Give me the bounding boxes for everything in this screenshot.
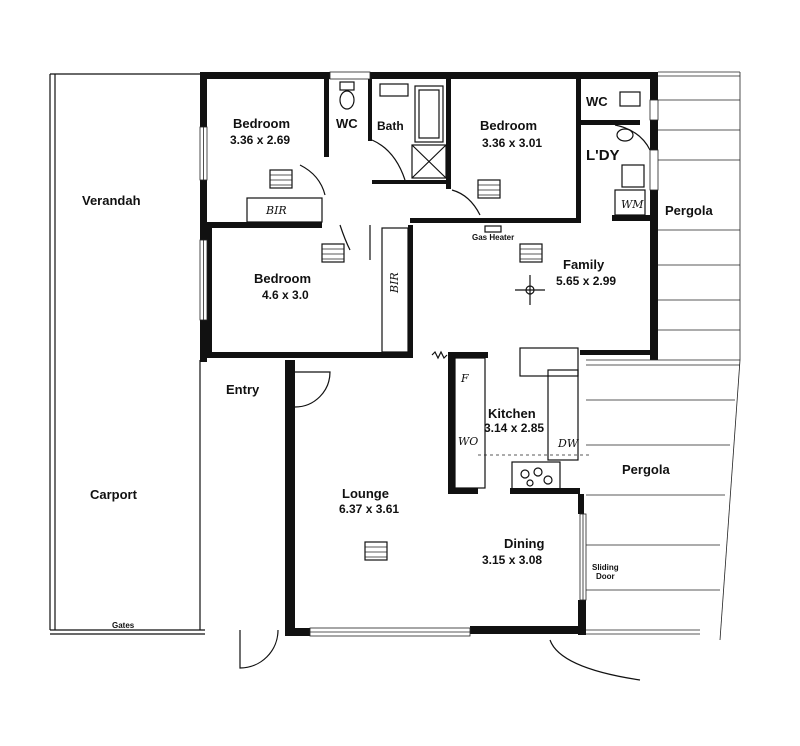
fixtures	[246, 81, 646, 491]
wc-laundry-label: WC	[586, 94, 608, 109]
bedroom2-size: 3.36 x 3.01	[482, 136, 542, 150]
vent-bedroom1	[269, 169, 293, 189]
dining-size: 3.15 x 3.08	[482, 553, 542, 567]
bir1-label: BIR	[265, 204, 287, 217]
dining-name: Dining	[504, 536, 544, 551]
labels: Verandah Carport Gates Bedroom 3.36 x 2.…	[82, 94, 713, 630]
door-swings	[239, 124, 651, 681]
carport-label: Carport	[90, 487, 138, 502]
bedroom2-name: Bedroom	[480, 118, 537, 133]
bedroom3-size: 4.6 x 3.0	[262, 288, 309, 302]
lounge-size: 6.37 x 3.61	[339, 502, 399, 516]
family-name: Family	[563, 257, 605, 272]
family-size: 5.65 x 2.99	[556, 274, 616, 288]
bedroom3-name: Bedroom	[254, 271, 311, 286]
pergola-structure	[586, 71, 741, 641]
carport-structure	[49, 73, 205, 635]
pergola-bottom-label: Pergola	[622, 462, 670, 477]
sliding-door-line2: Door	[596, 572, 615, 581]
gas-heater-label: Gas Heater	[472, 233, 514, 242]
bir2-label: BIR	[388, 272, 401, 294]
vent-bedroom3	[321, 243, 345, 263]
dishwasher-label: DW	[557, 437, 580, 450]
pergola-top-label: Pergola	[665, 203, 713, 218]
verandah-label: Verandah	[82, 193, 141, 208]
sliding-door-line1: Sliding	[592, 563, 619, 572]
bedroom1-name: Bedroom	[233, 116, 290, 131]
windows	[199, 71, 659, 637]
vent-grilles	[269, 169, 543, 561]
vent-lounge	[364, 541, 388, 561]
lounge-name: Lounge	[342, 486, 389, 501]
gates-label: Gates	[112, 621, 135, 630]
laundry-label: L'DY	[586, 147, 620, 164]
wall-oven-label: WO	[458, 435, 478, 448]
bath-label: Bath	[377, 119, 404, 133]
kitchen-name: Kitchen	[488, 406, 536, 421]
entry-label: Entry	[226, 382, 260, 397]
vent-family	[519, 243, 543, 263]
wc-main-label: WC	[336, 116, 358, 131]
wm-label: WM	[621, 198, 644, 211]
vent-bedroom2	[477, 179, 501, 199]
bedroom1-size: 3.36 x 2.69	[230, 133, 290, 147]
kitchen-size: 3.14 x 2.85	[484, 421, 544, 435]
fridge-label: F	[460, 372, 469, 385]
